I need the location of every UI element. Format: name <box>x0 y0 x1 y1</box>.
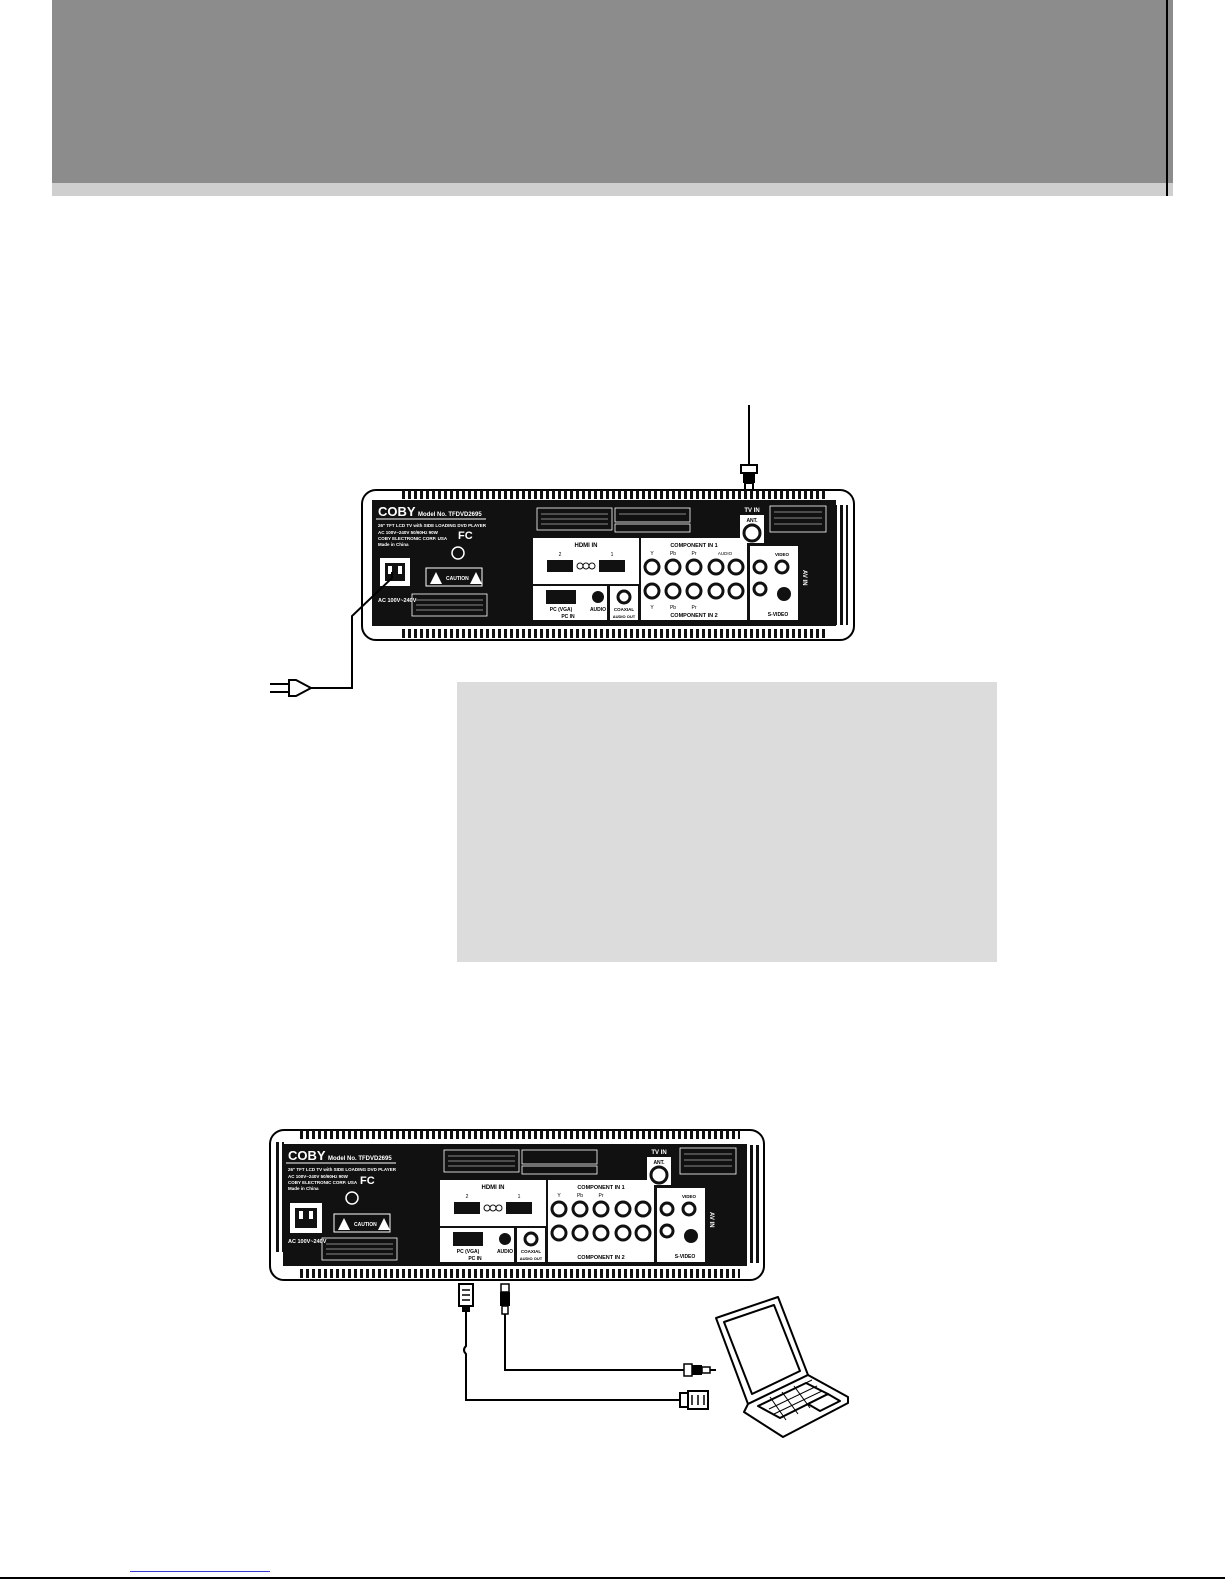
svg-text:1: 1 <box>611 552 614 558</box>
coaxial-jack <box>616 589 632 605</box>
svg-text:S-VIDEO: S-VIDEO <box>675 1254 696 1260</box>
audio-cable <box>504 1314 684 1371</box>
warning-triangle-icon-4 <box>378 1218 390 1230</box>
svg-text:ANT.: ANT. <box>653 1160 665 1166</box>
svg-text:AC 100V~240V 50/60Hz 90W: AC 100V~240V 50/60Hz 90W <box>288 1174 349 1179</box>
svg-text:Pb: Pb <box>670 551 676 557</box>
av-in-label: AV IN <box>801 570 807 586</box>
header-edge-line <box>1166 0 1168 196</box>
svg-text:2: 2 <box>559 552 562 558</box>
svg-text:Model No. TFDVD2695: Model No. TFDVD2695 <box>328 1156 392 1162</box>
svg-text:COMPONENT IN 1: COMPONENT IN 1 <box>577 1185 624 1191</box>
warning-triangle-icon-2 <box>470 572 482 584</box>
hdmi-in-label: HDMI IN <box>575 543 598 549</box>
diagram-pc-connection: COBY Model No. TFDVD2695 26" TFT LCD TV … <box>269 1129 849 1438</box>
pc-audio-jack-2 <box>499 1233 511 1245</box>
fcc-logo: FC <box>458 530 473 542</box>
svg-text:Pb: Pb <box>670 605 676 611</box>
caution-label: CAUTION <box>446 576 469 582</box>
note-box <box>457 682 997 962</box>
svg-text:Y: Y <box>650 551 654 557</box>
svg-text:COMPONENT IN 2: COMPONENT IN 2 <box>670 613 717 619</box>
footer-rule <box>0 1577 1225 1579</box>
footer-link-underline <box>130 1571 270 1572</box>
bottom-vents <box>400 629 825 638</box>
audio-plug-laptop-end <box>683 1363 716 1377</box>
brand-logo: COBY <box>378 504 416 519</box>
svg-text:CAUTION: CAUTION <box>354 1222 377 1228</box>
pc-audio-jack <box>592 591 604 603</box>
s-video-jack <box>777 587 791 601</box>
svg-text:Made in China: Made in China <box>288 1186 319 1191</box>
side-vents <box>834 505 848 625</box>
vga-port <box>546 590 576 604</box>
component-in-group <box>641 538 747 620</box>
power-cord <box>311 572 393 689</box>
svg-text:AUDIO: AUDIO <box>590 607 606 613</box>
pc-in-label: PC IN <box>561 614 575 620</box>
svg-text:Pr: Pr <box>599 1193 604 1199</box>
desc-line-4: Made in China <box>378 542 409 547</box>
diagram-antenna-power: COBY Model No. TFDVD2695 26" TFT LCD TV … <box>270 405 855 697</box>
antenna-jack <box>742 523 762 543</box>
svg-text:COBY ELECTRONIC CORP. USA: COBY ELECTRONIC CORP. USA <box>288 1180 358 1185</box>
svg-text:TV IN: TV IN <box>651 1150 666 1156</box>
component-in-group-2 <box>548 1180 654 1262</box>
warning-triangle-icon <box>430 572 442 584</box>
svg-text:PC (VGA): PC (VGA) <box>457 1249 480 1255</box>
hdmi-port-1 <box>599 560 625 572</box>
header-strip <box>52 183 1173 196</box>
desc-line-2: AC 100V~240V 50/60Hz 90W <box>378 530 439 535</box>
svg-text:HDMI IN: HDMI IN <box>482 1185 505 1191</box>
svg-text:Y: Y <box>650 605 654 611</box>
svg-text:COBY: COBY <box>288 1148 326 1163</box>
vga-plug-laptop-end <box>679 1390 709 1410</box>
svg-text:26" TFT LCD TV with SIDE LOADI: 26" TFT LCD TV with SIDE LOADING DVD PLA… <box>288 1167 397 1172</box>
power-plug-icon <box>270 679 314 697</box>
svg-text:PC (VGA): PC (VGA) <box>550 607 573 613</box>
svg-text:Pr: Pr <box>692 605 697 611</box>
hdmi-port-2 <box>547 560 573 572</box>
svg-text:AUDIO: AUDIO <box>497 1249 513 1255</box>
svg-text:COMPONENT IN 1: COMPONENT IN 1 <box>670 543 717 549</box>
svg-text:COAXIAL: COAXIAL <box>614 607 635 612</box>
desc-line-3: COBY ELECTRONIC CORP. USA <box>378 536 448 541</box>
model-number: Model No. TFDVD2695 <box>418 512 482 518</box>
svg-text:PC IN: PC IN <box>468 1256 482 1262</box>
svg-text:S-VIDEO: S-VIDEO <box>768 612 789 618</box>
top-vents <box>400 490 825 499</box>
warning-triangle-icon-3 <box>338 1218 350 1230</box>
svg-text:VIDEO: VIDEO <box>682 1194 697 1199</box>
svg-text:AC 100V~240V: AC 100V~240V <box>288 1239 327 1245</box>
ul-mark-icon-2 <box>345 1191 359 1205</box>
svg-text:1: 1 <box>518 1194 521 1200</box>
svg-text:AUDIO OUT: AUDIO OUT <box>613 614 636 619</box>
svg-text:Y: Y <box>557 1193 561 1199</box>
vga-cable-connector <box>458 1283 474 1312</box>
svg-text:COMPONENT IN 2: COMPONENT IN 2 <box>577 1255 624 1261</box>
ul-mark-icon <box>451 546 465 560</box>
svg-text:AV IN: AV IN <box>708 1212 714 1228</box>
svg-text:Pb: Pb <box>577 1193 583 1199</box>
svg-text:FC: FC <box>360 1175 375 1187</box>
svg-text:COAXIAL: COAXIAL <box>521 1249 542 1254</box>
audio-cable-connector <box>500 1283 510 1315</box>
svg-text:2: 2 <box>466 1194 469 1200</box>
page-header-bar <box>52 0 1173 183</box>
svg-text:ANT.: ANT. <box>746 518 758 524</box>
svg-text:AUDIO OUT: AUDIO OUT <box>520 1256 543 1261</box>
vga-port-2 <box>453 1232 483 1246</box>
svg-text:VIDEO: VIDEO <box>775 552 790 557</box>
vga-cable <box>463 1312 680 1401</box>
svg-text:AUDIO: AUDIO <box>718 551 733 556</box>
power-label: AC 100V~240V <box>378 598 417 604</box>
desc-line-1: 26" TFT LCD TV with SIDE LOADING DVD PLA… <box>378 523 487 528</box>
laptop-icon <box>715 1296 849 1438</box>
tv-in-label: TV IN <box>744 508 759 514</box>
svg-text:Pr: Pr <box>692 551 697 557</box>
